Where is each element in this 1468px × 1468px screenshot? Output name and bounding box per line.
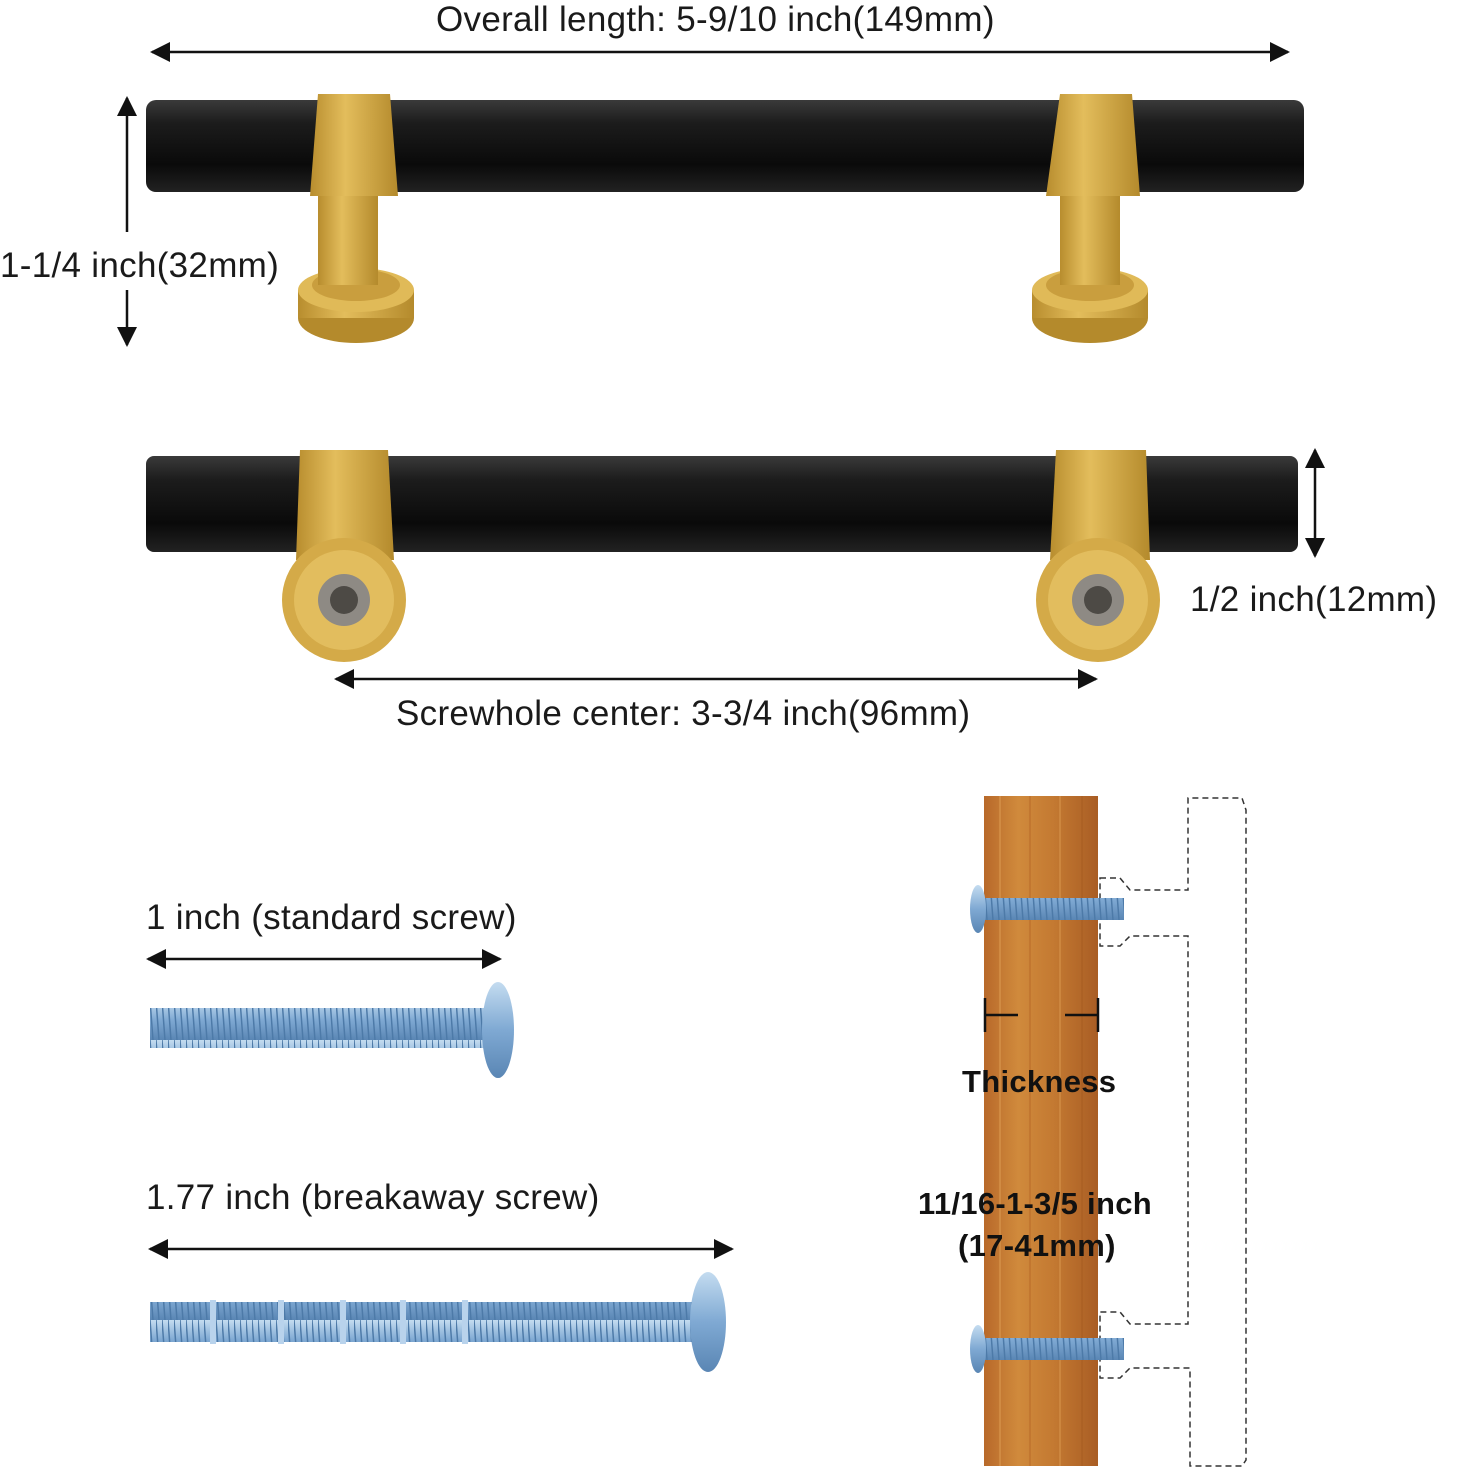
black-bar-top (146, 100, 1304, 192)
right-post (1032, 190, 1148, 343)
thickness-label: Thickness (962, 1064, 1117, 1099)
left-collar (310, 94, 398, 196)
left-post (298, 190, 414, 343)
thickness-range-line2: (17-41mm) (958, 1228, 1116, 1263)
black-bar-bottom (146, 456, 1298, 552)
overall-length-label: Overall length: 5-9/10 inch(149mm) (436, 0, 995, 39)
wood-panel (984, 796, 1098, 1466)
install-screw-bottom (970, 1325, 1124, 1373)
breakaway-screw-label: 1.77 inch (breakaway screw) (146, 1178, 600, 1217)
install-screw-top (970, 885, 1124, 933)
screwhole-center-label: Screwhole center: 3-3/4 inch(96mm) (396, 694, 971, 733)
handle-underside-view (146, 450, 1298, 662)
bar-diameter-label: 1/2 inch(12mm) (1190, 580, 1438, 619)
right-collar (1046, 94, 1140, 196)
standard-screw (150, 982, 514, 1078)
thickness-marker (983, 998, 1100, 1032)
breakaway-screw (150, 1272, 726, 1372)
standard-screw-label: 1 inch (standard screw) (146, 898, 517, 937)
left-screwhole-boss (282, 538, 406, 662)
right-screwhole-boss (1036, 538, 1160, 662)
height-label: 1-1/4 inch(32mm) (0, 246, 280, 285)
handle-side-view (146, 94, 1304, 343)
thickness-range-line1: 11/16-1-3/5 inch (918, 1186, 1152, 1221)
handle-outline-dashed (1099, 797, 1247, 1467)
